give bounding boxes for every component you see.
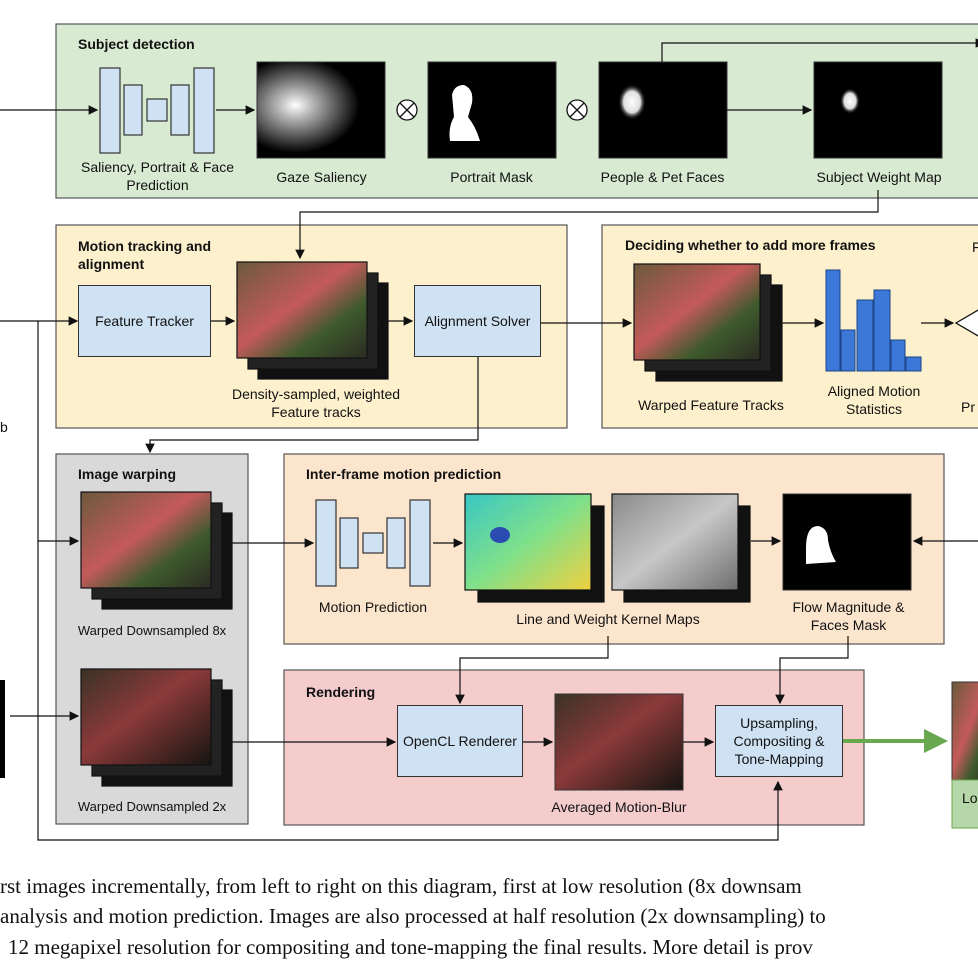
label-aligned-stats: Aligned Motion Statistics: [827, 383, 921, 417]
label-weight-map: Subject Weight Map: [816, 169, 942, 185]
label-portrait-mask: Portrait Mask: [450, 169, 533, 185]
feature-tracks-stack: [236, 261, 389, 380]
output-image-cut: [951, 681, 978, 781]
output-label-box: [951, 779, 978, 829]
histogram-icon: [825, 269, 922, 372]
label-motion-prediction: Motion Prediction: [318, 599, 428, 615]
faces-image: [598, 61, 728, 159]
warped-tracks-stack: [633, 263, 783, 382]
input-image-cut: [0, 680, 5, 778]
label-gaze-saliency: Gaze Saliency: [276, 169, 367, 185]
gray-maps-stack: [611, 493, 751, 603]
decision-diamond-icon: [954, 309, 978, 337]
cut-text-right-top: F: [972, 239, 978, 255]
section-motion-tracking: Motion tracking and alignment: [78, 238, 211, 272]
gaze-saliency-image: [256, 61, 386, 159]
warped-2x-stack: [80, 668, 233, 787]
cut-text-left: b: [0, 419, 8, 435]
alignment-solver-box: Alignment Solver: [414, 285, 541, 357]
kernel-maps-stack: [464, 493, 605, 603]
upsampling-box: Upsampling, Compositing & Tone-Mapping: [715, 705, 843, 777]
section-rendering: Rendering: [306, 684, 376, 700]
label-saliency-net: Saliency, Portrait & Face Prediction: [80, 159, 235, 193]
motion-network-icon: [315, 499, 431, 587]
label-warped-8x: Warped Downsampled 8x: [77, 623, 227, 638]
multiply-circle-icon: [566, 99, 588, 121]
section-image-warping: Image warping: [78, 466, 177, 482]
label-kernel-maps: Line and Weight Kernel Maps: [516, 611, 700, 627]
warped-8x-stack: [80, 491, 233, 610]
cut-text-right-mid: Pr: [961, 399, 975, 415]
label-warped-tracks: Warped Feature Tracks: [638, 397, 784, 413]
section-deciding: Deciding whether to add more frames: [625, 237, 876, 253]
portrait-mask-image: [427, 61, 557, 159]
label-averaged-blur: Averaged Motion-Blur: [551, 799, 687, 815]
flow-magnitude-image: [782, 493, 912, 591]
label-density-tracks: Density-sampled, weighted Feature tracks: [231, 386, 401, 420]
subject-weight-map-image: [813, 61, 943, 159]
cut-text-right-bottom: Lo: [962, 790, 978, 806]
opencl-renderer-box: OpenCL Renderer: [397, 705, 523, 777]
caption-line-2: analysis and motion prediction. Images a…: [0, 904, 826, 928]
section-interframe: Inter-frame motion prediction: [306, 466, 502, 482]
label-faces: People & Pet Faces: [600, 169, 725, 185]
label-flow-mask: Flow Magnitude & Faces Mask: [792, 599, 905, 633]
saliency-network-icon: [99, 67, 215, 154]
label-warped-2x: Warped Downsampled 2x: [77, 799, 227, 814]
caption-line-1: rst images incrementally, from left to r…: [0, 874, 802, 898]
multiply-circle-icon: [396, 99, 418, 121]
averaged-motion-blur-image: [554, 693, 684, 791]
feature-tracker-box: Feature Tracker: [78, 285, 211, 357]
pipeline-diagram: [0, 23, 978, 841]
section-subject-detection: Subject detection: [78, 36, 195, 52]
caption-line-3: 12 megapixel resolution for compositing …: [8, 935, 813, 959]
